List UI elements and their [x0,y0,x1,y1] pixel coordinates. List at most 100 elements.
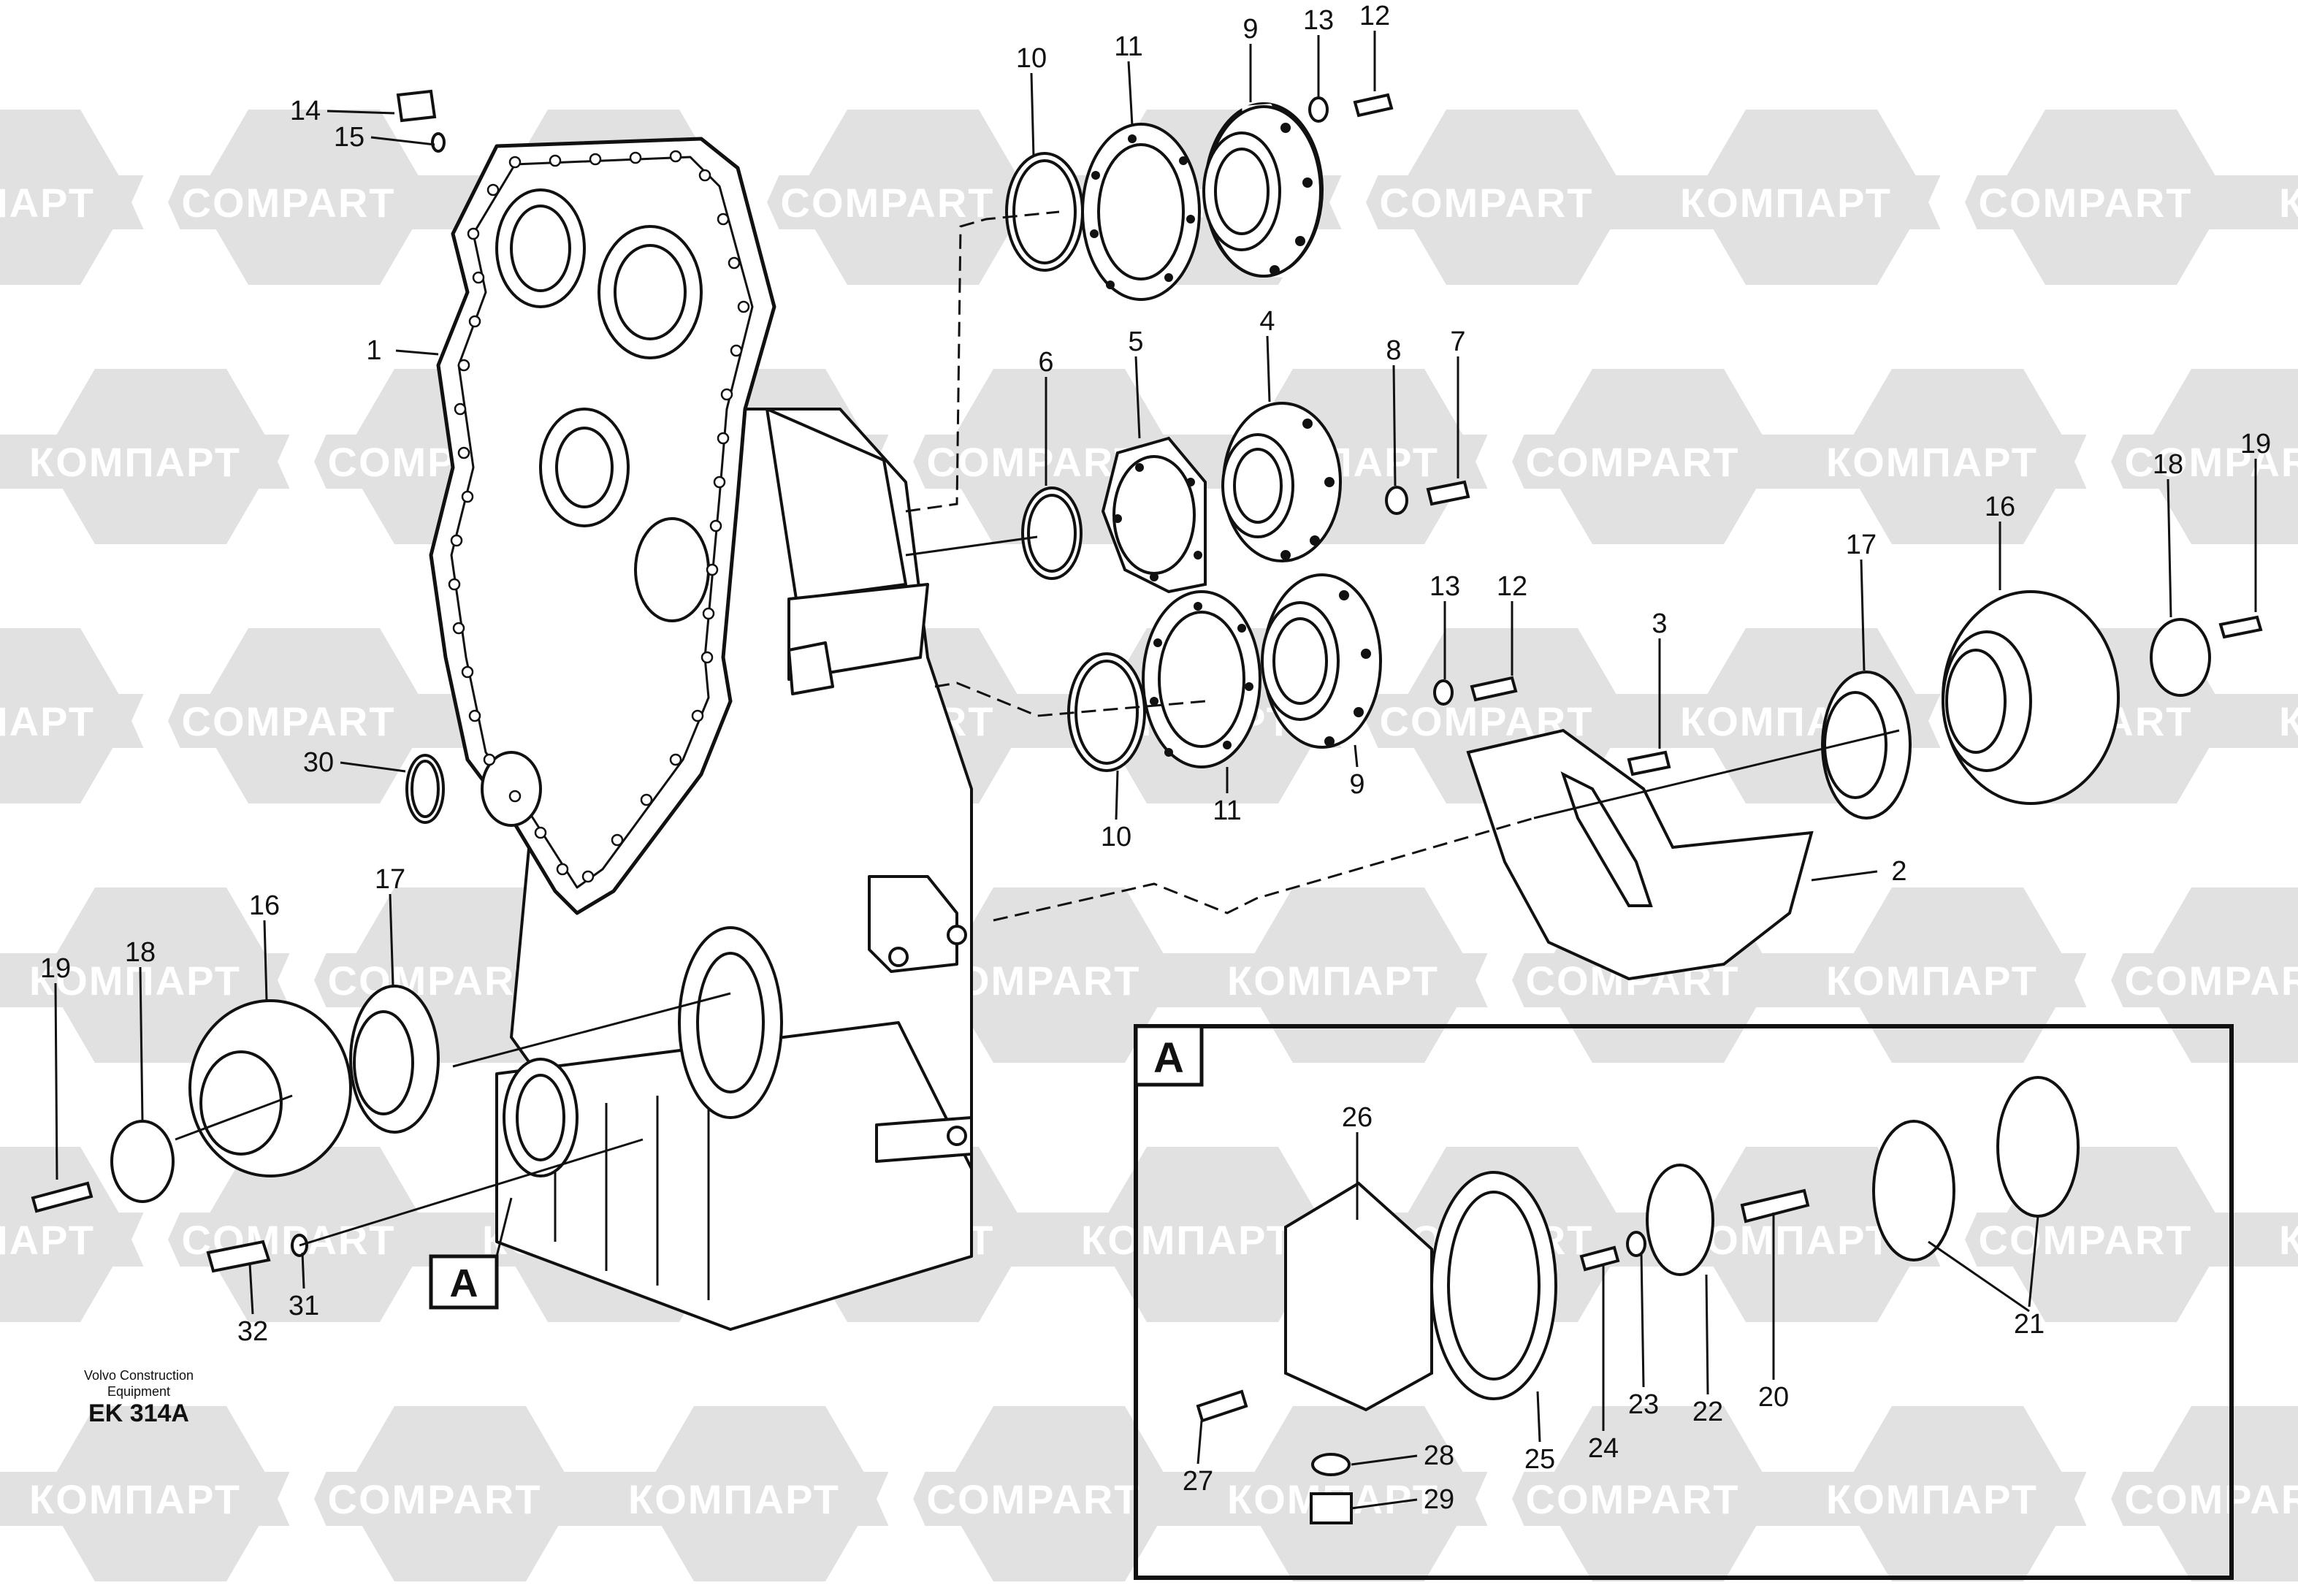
second-row-parts [1067,573,1518,772]
gasket-hole [589,153,602,166]
callout-leader [301,1252,305,1289]
gasket-hole [611,833,624,847]
callout-leader [1351,1454,1418,1466]
gasket-hole [461,665,474,679]
callout-number: 4 [1259,306,1275,337]
watermark-right-text: COMPART [781,180,995,226]
callout-number: 17 [375,864,405,895]
callout-number: 24 [1588,1433,1619,1464]
callout-leader [1196,1420,1203,1465]
transmission-housing [429,137,973,1331]
gasket-hole [457,446,470,459]
callout-leader [1860,559,1866,671]
footer-brand-line1: Volvo Construction [83,1368,194,1383]
callout-number: 23 [1628,1389,1659,1420]
footer-code: EK 314A [88,1400,189,1427]
callout-number: 12 [1497,571,1527,602]
callout-number: 16 [1985,492,2015,522]
gasket-hole [461,490,474,503]
watermark-tile: КОМПАРТ COMPART [1636,110,2235,285]
callout-leader [54,982,58,1180]
callout-number: 32 [237,1316,268,1347]
gasket-hole [450,534,463,547]
callout-number: 19 [2240,429,2271,459]
watermark-right-text: COMPART [927,1476,1141,1522]
watermark-left-text: КОМПАРТ [0,1217,95,1263]
gasket-hole [467,227,480,240]
watermark-right-text: COMPART [1979,180,2193,226]
left-group-parts [31,89,446,1273]
detail-marker-label: A [450,1261,478,1305]
callout-number: 18 [125,937,156,968]
watermark-right-text: COMPART [182,180,396,226]
callout-number: 12 [1359,1,1390,31]
callout-number: 5 [1128,327,1143,357]
callout-number: 1 [366,335,381,366]
watermark-left-text: КОМПАРТ [1081,1217,1293,1263]
callout-number: 14 [290,96,321,126]
callout-number: 7 [1450,327,1465,357]
callout-leader [395,349,439,356]
callout-leader [1640,1252,1645,1388]
watermark-right-text: COMPART [927,439,1141,485]
gasket-hole [691,709,704,722]
callout-number: 11 [1213,795,1241,826]
callout-leader [2028,1215,2039,1307]
callout-number: 31 [289,1291,319,1321]
gasket-hole [468,315,481,328]
callout-leader [389,893,394,987]
callout-leader [1134,356,1141,439]
callout-leader [263,920,268,1001]
gasket-hole [454,402,467,416]
gasket-hole [669,150,682,163]
footer-brand-line2: Equipment [107,1384,171,1399]
callout-leader [1127,61,1134,126]
callout-leader [1030,72,1035,158]
gasket-hole [508,156,522,169]
watermark-right-text: COMPART [328,1476,542,1522]
watermark-left-text: КОМПАРТ [2279,698,2298,744]
detail-marker: A [429,1197,513,1310]
watermark-left-text: КОМПАРТ [0,698,95,744]
callout-number: 26 [1342,1102,1373,1133]
gasket-hole [556,863,569,876]
gasket-hole [701,651,714,664]
watermark-left-text: КОМПАРТ [1680,180,1892,226]
gasket-hole [581,870,595,883]
callout-leader [370,136,435,146]
callout-number: 25 [1524,1444,1555,1475]
gasket-hole [468,709,481,722]
watermark-left-text: КОМПАРТ [29,1476,241,1522]
watermark-left-text: КОМПАРТ [2279,1217,2298,1263]
guide-lines [175,210,1900,1247]
footer: Volvo Construction Equipment EK 314A [51,1367,226,1428]
callout-number: 22 [1692,1397,1723,1427]
gasket-hole [709,519,722,532]
watermark-right-text: COMPART [1979,1217,2193,1263]
detail-parts [1196,1076,2080,1524]
gasket-hole [698,169,711,182]
callout-number: 13 [1429,571,1460,602]
gasket-hole [702,607,715,620]
callout-leader [340,761,406,773]
callout-number: 30 [303,747,334,778]
watermark-layer: КОМПАРТ COMPART КОМПАРТ COMPART КОМПАРТ COMPA… [0,110,2298,1581]
gasket-hole [737,300,750,313]
gasket-hole [534,826,547,839]
watermark-right-text: COMPART [2125,958,2298,1004]
top-row-parts [1005,93,1394,301]
gasket-hole [452,622,465,635]
gasket-hole [483,753,496,766]
callout-number: 21 [2014,1309,2045,1340]
watermark-right-text: COMPART [2125,439,2298,485]
watermark-left-text: КОМПАРТ [1227,958,1439,1004]
watermark-right-text: COMPART [182,698,396,744]
gasket-hole [457,359,470,372]
